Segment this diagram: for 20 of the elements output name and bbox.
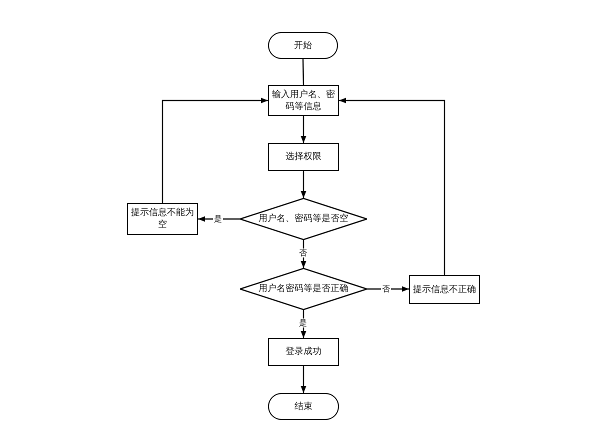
edge-label: 是 — [213, 214, 223, 224]
edge-label: 否 — [381, 284, 391, 294]
arrow — [300, 240, 306, 268]
arrow — [300, 366, 306, 393]
message-box: 提示信息不能为空 — [127, 203, 198, 235]
edge-label: 否 — [298, 248, 308, 258]
process-box: 输入用户名、密码等信息 — [268, 85, 339, 116]
arrow — [300, 171, 306, 198]
process-box: 登录成功 — [268, 338, 339, 366]
decision-diamond: 用户名密码等是否正确 — [240, 268, 367, 310]
arrow — [339, 98, 446, 275]
start-terminal: 开始 — [268, 32, 338, 59]
end-terminal: 结束 — [268, 393, 339, 420]
process-box: 选择权限 — [268, 143, 339, 171]
edge-label: 是 — [298, 318, 308, 328]
decision-diamond: 用户名、密码等是否空 — [240, 198, 367, 240]
arrow — [367, 286, 409, 292]
arrow — [162, 98, 268, 203]
message-box: 提示信息不正确 — [409, 275, 480, 304]
arrow — [300, 116, 306, 143]
